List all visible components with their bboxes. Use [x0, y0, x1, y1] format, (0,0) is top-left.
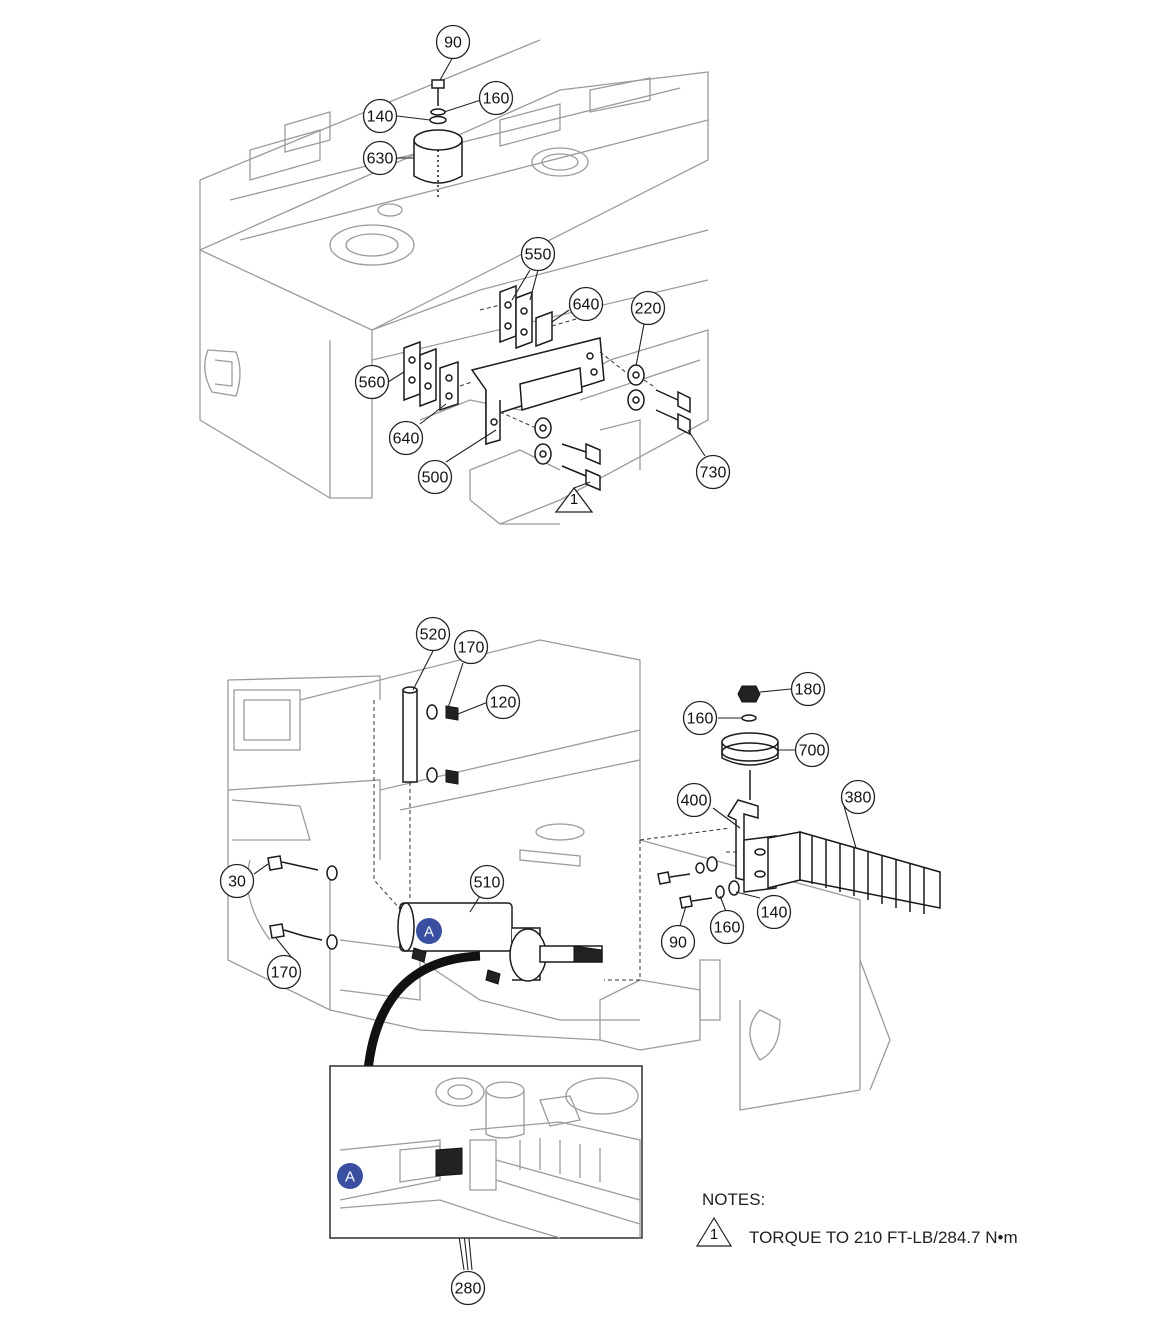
top-frame-structure	[199, 39, 709, 525]
callout-label: 220	[635, 301, 662, 318]
bolt-730-lower	[655, 409, 691, 436]
callout-label: 520	[420, 627, 447, 644]
torque-flag-top: 1	[554, 481, 594, 513]
bolt-lower-left-1	[561, 442, 601, 466]
callout-label: 700	[799, 743, 826, 760]
bottom-callout-180: 180	[790, 671, 826, 707]
bottom-callout-160: 160	[682, 700, 718, 736]
top-callout-160: 160	[478, 80, 514, 116]
callout-label: 160	[687, 711, 714, 728]
notes-flag-triangle: 1	[695, 1216, 733, 1247]
callout-label: 170	[458, 640, 485, 657]
bottom-callout-380: 380	[840, 779, 876, 815]
callout-label: 180	[795, 682, 822, 699]
callout-label: 170	[271, 965, 298, 982]
bottom-exploded-parts: A	[267, 685, 941, 1112]
top-callout-220: 220	[630, 290, 666, 326]
gear-rack-380	[767, 831, 941, 914]
callout-label: 550	[525, 247, 552, 264]
callout-label: 90	[444, 35, 462, 52]
top-exploded-parts	[403, 79, 691, 492]
callout-label: 630	[367, 151, 394, 168]
bottom-callout-520: 520	[415, 616, 451, 652]
top-callout-640: 640	[568, 286, 604, 322]
callout-label: 640	[573, 297, 600, 314]
bottom-callout-120: 120	[485, 684, 521, 720]
bolt-170-lower	[269, 923, 338, 950]
top-leader-lines	[387, 56, 706, 463]
bolt-30	[267, 855, 338, 881]
bottom-callout-160: 160	[709, 909, 745, 945]
top-callout-140: 140	[362, 98, 398, 134]
bottom-callout-280: 280	[450, 1270, 486, 1306]
detail-a-inset: A	[329, 1065, 643, 1239]
top-callout-90: 90	[435, 24, 471, 60]
detail-marker-a-main: A	[416, 918, 442, 944]
callout-label: 160	[483, 91, 510, 108]
callout-label: 510	[474, 875, 501, 892]
bottom-callout-700: 700	[794, 732, 830, 768]
top-callout-group: 90 160 140 630 550 640 220 560 640 500 730	[354, 24, 731, 495]
callout-label: 280	[455, 1281, 482, 1298]
pulley-700	[721, 732, 779, 766]
torque-flag-label: 1	[570, 491, 578, 508]
callout-label: 640	[393, 431, 420, 448]
callout-label: 90	[669, 935, 687, 952]
bolt-lower-left-2	[561, 465, 601, 492]
bottom-callout-30: 30	[219, 863, 255, 899]
callout-label: 560	[359, 375, 386, 392]
top-callout-630: 630	[362, 140, 398, 176]
detail-marker-a-inset: A	[337, 1163, 363, 1189]
bottom-callout-510: 510	[469, 864, 505, 900]
callout-label: 140	[761, 905, 788, 922]
notes-title: NOTES:	[702, 1190, 766, 1209]
svg-text:A: A	[424, 924, 434, 941]
notes-flag-label: 1	[710, 1226, 718, 1243]
callout-label: 730	[700, 465, 727, 482]
bottom-callout-90: 90	[660, 924, 696, 960]
bottom-callout-170: 170	[266, 954, 302, 990]
bottom-callout-170: 170	[453, 629, 489, 665]
note-item-text: TORQUE TO 210 FT-LB/284.7 N•m	[749, 1228, 1018, 1247]
top-callout-730: 730	[695, 454, 731, 490]
callout-label: 140	[367, 109, 394, 126]
bolt-730-upper	[655, 389, 691, 414]
callout-label: 380	[845, 790, 872, 807]
callout-label: 160	[714, 920, 741, 937]
bottom-callout-140: 140	[756, 894, 792, 930]
svg-text:A: A	[345, 1169, 355, 1186]
callout-label: 400	[681, 793, 708, 810]
top-callout-550: 550	[520, 236, 556, 272]
top-callout-560: 560	[354, 364, 390, 400]
top-callout-640: 640	[388, 420, 424, 456]
callout-label: 120	[490, 695, 517, 712]
bottom-callout-400: 400	[676, 782, 712, 818]
callout-label: 30	[228, 874, 246, 891]
callout-label: 500	[422, 470, 449, 487]
bottom-callout-group: 520 170 120 180 160 700 400 380 510 30 170 140 160 90…	[219, 616, 876, 1306]
top-callout-500: 500	[417, 459, 453, 495]
